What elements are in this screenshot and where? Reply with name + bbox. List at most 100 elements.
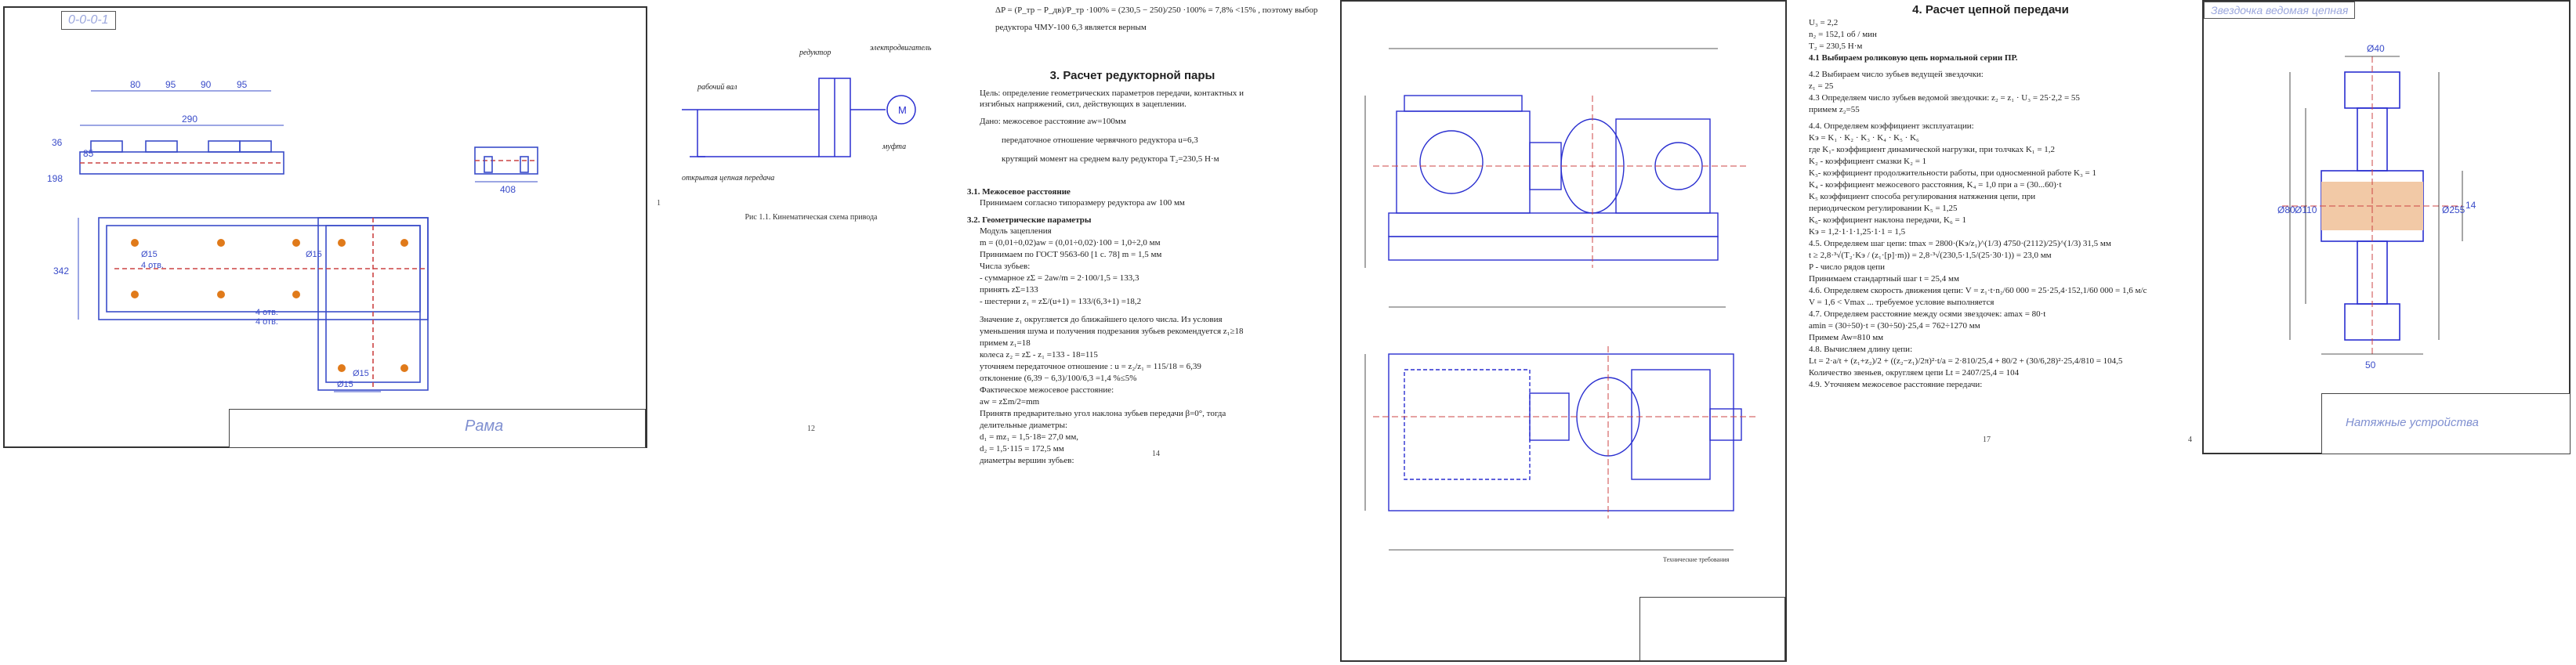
dim-label: 95 — [165, 79, 176, 90]
sprocket-drawing: Ø40 Ø80 Ø255 50 14 Ø110 — [2277, 43, 2476, 370]
text-line: Lt = 2·a/t + (z₁+z₂)/2 + ((z₂−z₁)/2π)²·t… — [1809, 356, 2123, 366]
text-line: aw = zΣm/2=mm — [980, 397, 1040, 407]
dim-label: 4 отв. — [255, 317, 278, 327]
text-line: 4.1 Выбираем роликовую цепь нормальной с… — [1809, 53, 2018, 63]
text-line: Числа зубьев: — [980, 262, 1031, 271]
text-line: V = 1,6 < Vmax ... требуемое условие вып… — [1809, 298, 1994, 307]
section-title: 3. Расчет редукторной пары — [1049, 69, 1216, 82]
scheme-label: рабочий вал — [697, 83, 737, 92]
text-line: Принимаем стандартный шаг t = 25,4 мм — [1809, 274, 1959, 284]
text-line: Kэ = 1,2·1·1·1,25·1·1 = 1,5 — [1809, 227, 1906, 237]
dim-label: Ø15 — [141, 250, 158, 259]
text-line: Значение z₁ округляется до ближайшего це… — [980, 315, 1223, 324]
dim-label: Ø40 — [2367, 43, 2385, 54]
text-line: 4.2 Выбираем число зубьев ведущей звездо… — [1809, 70, 1984, 79]
text-line: K₅ коэффициент способа регулирования нат… — [1809, 192, 2036, 201]
motor-symbol: M — [898, 104, 907, 116]
drawing-sheet-sprocket: Звездочка ведомая цепная Ø40 Ø80 Ø255 50 — [2202, 0, 2571, 454]
text-line: 4.9. Уточняем межосевое расстояние перед… — [1809, 380, 1983, 389]
text-line: - шестерни z₁ = zΣ/(u+1) = 133/(6,3+1) =… — [980, 297, 1142, 306]
dim-label: 50 — [2365, 360, 2376, 370]
dim-label: 80 — [130, 79, 141, 90]
title-block-name: Рама — [465, 417, 504, 435]
title-block: Натяжные устройства — [2321, 393, 2571, 454]
text-line: z₁ = 25 — [1809, 81, 1834, 91]
dim-label: Ø110 — [2295, 204, 2317, 215]
text-line: K₆- коэффициент наклона передачи, K₆ = 1 — [1809, 215, 1967, 225]
scheme-label: открытая цепная передача — [682, 174, 774, 183]
sheet-corner-label: Звездочка ведомая цепная — [2204, 2, 2356, 19]
text-line: Фактическое межосевое расстояние: — [980, 385, 1114, 395]
formula-line: ΔP = (P_тр − P_дв)/P_тр ·100% = (230,5 −… — [995, 5, 1318, 15]
dim-label: Ø15 — [353, 369, 369, 378]
scheme-label: редуктор — [799, 49, 831, 57]
drawing-sheet-drive-assembly: Технические требования — [1340, 0, 1787, 662]
text-line: Примем Aw=810 мм — [1809, 333, 1884, 342]
text-line: 4.4. Определяем коэффициент эксплуатации… — [1809, 121, 1974, 131]
text-line: d₂ = 1,5·115 = 172,5 мм — [980, 444, 1064, 454]
text-line: крутящий момент на среднем валу редуктор… — [1002, 154, 1219, 164]
dim-label: 290 — [182, 114, 197, 125]
title-block-name: Натяжные устройства — [2346, 416, 2479, 429]
page-chain-calculation: 4. Расчет цепной передачи U₃ = 2,2 n₂ = … — [1802, 0, 2179, 454]
kinematic-scheme-diagram: M редуктор электродвигатель рабочий вал … — [682, 44, 932, 183]
text-line: диаметры вершин зубьев: — [980, 456, 1074, 465]
text-line: передаточное отношение червячного редукт… — [1002, 136, 1198, 145]
title-block — [1639, 597, 1785, 661]
text-line: отклонение (6,39 − 6,3)/100/6,3 =1,4 %≤5… — [980, 374, 1137, 383]
scheme-label: муфта — [882, 143, 906, 151]
text-line: U₃ = 2,2 — [1809, 18, 1839, 27]
text-line: P - число рядов цепи — [1809, 262, 1886, 272]
text-line: Дано: межосевое расстояние aw=100мм — [980, 117, 1126, 126]
text-line: примем z₁=18 — [980, 338, 1031, 348]
text-line: периодическом регулировании K₅ = 1,25 — [1809, 204, 1958, 213]
subsection-title: 3.2. Геометрические параметры — [967, 215, 1092, 225]
text-line: 4.7. Определяем расстояние между осями з… — [1809, 309, 2046, 319]
text-line: Kэ = K₁ · K₂ · K₃ · K₄ · K₅ · K₆ — [1809, 133, 1919, 143]
scheme-label: электродвигатель — [870, 44, 932, 52]
dim-label: Ø15 — [337, 380, 353, 389]
dim-label: Ø80 — [2277, 204, 2295, 215]
side-page-number: 4 — [2188, 436, 2192, 444]
title-block: Рама — [229, 409, 646, 448]
dim-label: 408 — [500, 184, 516, 195]
dim-label: 4 отв. — [255, 308, 278, 317]
technical-requirements: Технические требования — [1663, 556, 1730, 563]
text-line: 4.8. Вычисляем длину цепи: — [1809, 345, 1913, 354]
subsection-title: 3.1. Межосевое расстояние — [967, 187, 1071, 197]
text-line: уменьшения шума и получения подрезания з… — [980, 327, 1244, 336]
dim-label: 4 отв. — [141, 261, 164, 270]
page-kinematic-scheme: M редуктор электродвигатель рабочий вал … — [666, 0, 956, 439]
page-number: 14 — [1152, 450, 1160, 458]
section-title: 4. Расчет цепной передачи — [1912, 3, 2069, 16]
text-line: amin = (30÷50)·t = (30÷50)·25,4 = 762÷12… — [1809, 321, 1980, 331]
page-number: 12 — [807, 425, 815, 433]
drive-assembly-drawing — [1364, 48, 1757, 551]
text-line: примем z₂=55 — [1809, 105, 1860, 114]
text-line: принять zΣ=133 — [980, 285, 1038, 295]
text-line: уточняем передаточное отношение : u = z₂… — [980, 362, 1201, 371]
text-line: Количество звеньев, округляем цепи Lt = … — [1809, 368, 2020, 378]
text-line: - суммарное zΣ = 2aw/m = 2·100/1,5 = 133… — [980, 273, 1139, 283]
text-line: делительные диаметры: — [980, 421, 1068, 430]
text-line: K₃- коэффициент продолжительности работы… — [1809, 168, 2097, 178]
dim-label: 14 — [2465, 200, 2476, 211]
page-number: 1 — [657, 199, 661, 208]
calculation-lines: Модуль зацепления m = (0,01÷0,02)aw = (0… — [980, 226, 1301, 467]
text-line: изгибных напряжений, сил, действующих в … — [980, 99, 1187, 109]
dim-label: Ø15 — [306, 250, 322, 259]
text-line: Цель: определение геометрических парамет… — [980, 89, 1245, 98]
text-line: 4.6. Определяем скорость движения цепи: … — [1809, 286, 2147, 295]
drawing-sheet-frame: 0-0-0-1 — [3, 6, 647, 448]
dim-label: Ø255 — [2442, 204, 2465, 215]
dim-label: 198 — [47, 173, 63, 184]
text-line: d₁ = mz₁ = 1,5·18= 27,0 мм, — [980, 432, 1079, 442]
text-line: K₄ - коэффициент межосевого расстояния, … — [1809, 180, 2062, 190]
calculation-lines: U₃ = 2,2 n₂ = 152,1 об / мин T₂ = 230,5 … — [1809, 17, 2177, 391]
text-line: T₂ = 230,5 Н·м — [1809, 42, 1863, 51]
text-line: Принятв предварительно угол наклона зубь… — [980, 409, 1226, 418]
text-line: 4.3 Определяем число зубьев ведомой звез… — [1809, 93, 2080, 103]
text-line: n₂ = 152,1 об / мин — [1809, 30, 1877, 39]
dim-label: 85 — [83, 148, 94, 159]
text-line: Модуль зацепления — [980, 226, 1052, 236]
